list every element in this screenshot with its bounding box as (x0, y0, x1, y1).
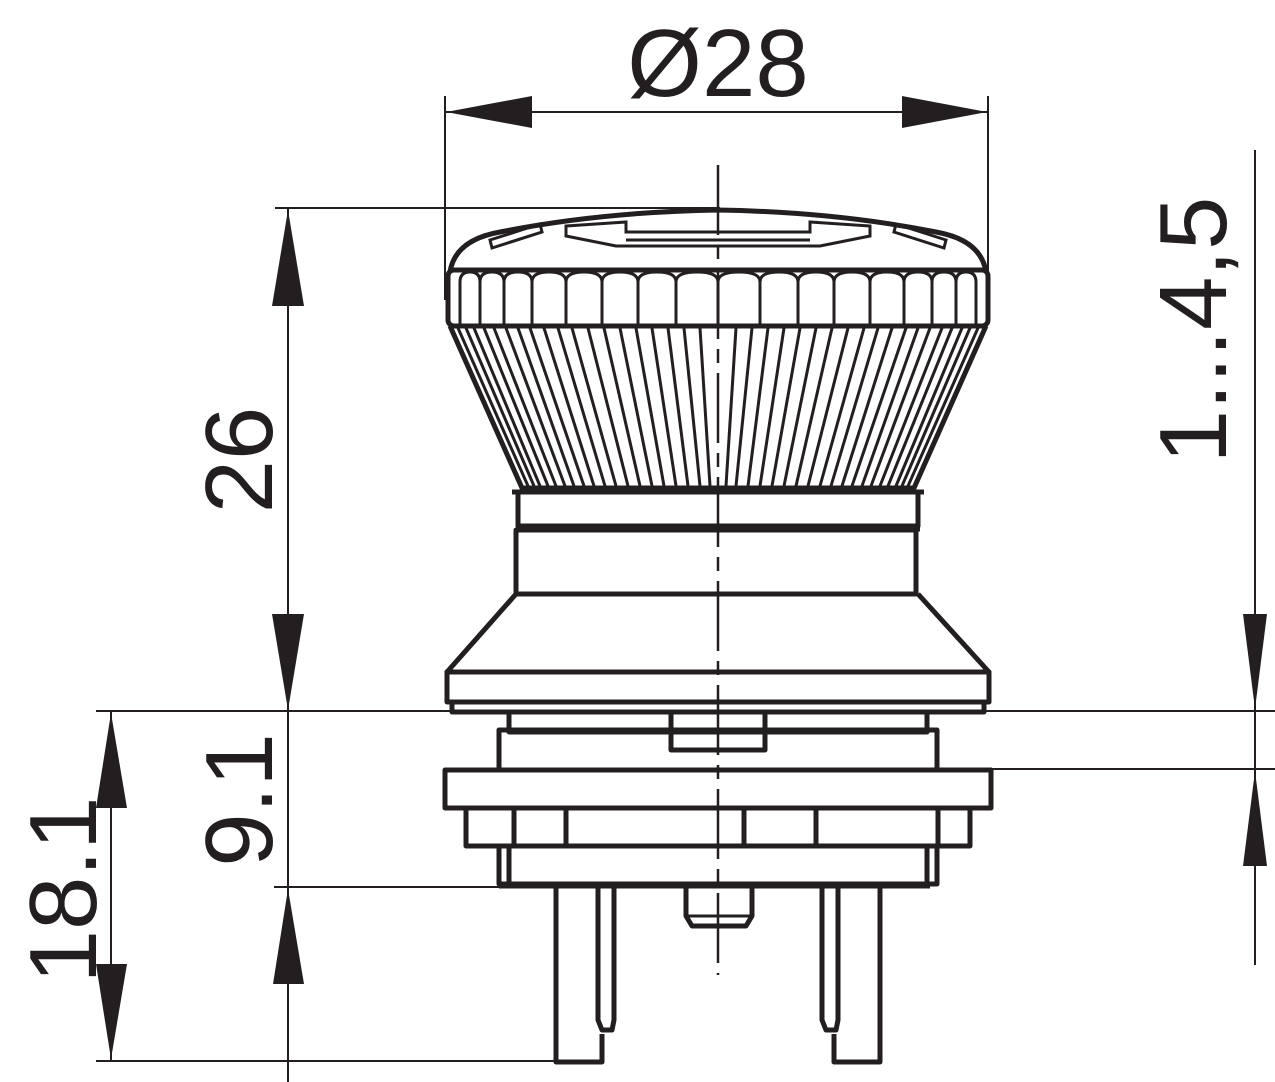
mushroom-head (445, 207, 991, 495)
panel-thickness-label: 1...4,5 (1140, 197, 1247, 464)
head-height-dimension: 26 (186, 207, 720, 712)
body-depth-label: 9.1 (186, 733, 293, 866)
total-depth-label: 18.1 (10, 797, 117, 984)
arrow-right-icon (902, 96, 987, 128)
arrow-down-icon (272, 614, 304, 710)
arrow-up-icon (272, 210, 304, 306)
collar (444, 489, 992, 715)
skirt-flutes (456, 327, 980, 487)
arrow-down-icon (96, 964, 127, 1059)
arrow-left-icon (446, 96, 532, 128)
body-depth-dimension: 9.1 (96, 710, 510, 1082)
arrow-up-icon (96, 713, 127, 808)
diameter-label: Ø28 (627, 10, 808, 117)
head-height-label: 26 (186, 407, 293, 514)
mounting-body (442, 709, 994, 889)
arrow-up-icon (273, 889, 304, 984)
head-ribs (458, 270, 978, 326)
arrow-up-icon (1243, 771, 1267, 866)
diameter-dimension: Ø28 (444, 10, 989, 300)
arrow-down-icon (1243, 614, 1267, 709)
terminal-pins (553, 888, 883, 1065)
panel-thickness-dimension: 1...4,5 (960, 150, 1275, 965)
total-depth-dimension: 18.1 (10, 711, 560, 1062)
